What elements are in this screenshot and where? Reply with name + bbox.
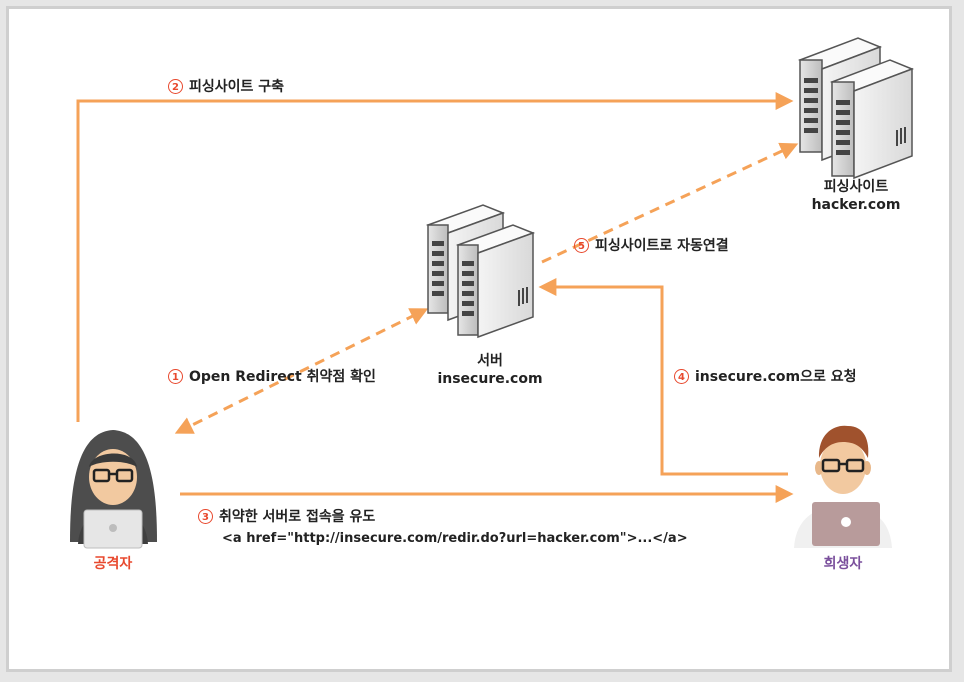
step3-code: <a href="http://insecure.com/redir.do?ur…	[222, 531, 688, 546]
step2-number: 2	[168, 79, 183, 94]
victim-icon	[794, 425, 892, 548]
step2-text: 피싱사이트 구축	[189, 79, 285, 95]
step1-label: 1 Open Redirect 취약점 확인	[168, 368, 376, 386]
arrow-step5	[541, 142, 799, 264]
attacker-icon	[70, 430, 157, 549]
step5-number: 5	[574, 238, 589, 253]
server-name: 서버	[477, 353, 503, 369]
arrow-step4	[538, 278, 788, 476]
server-label: 서버 insecure.com	[420, 352, 560, 388]
phishing-host: hacker.com	[811, 197, 901, 213]
step1-number: 1	[168, 369, 183, 384]
arrow-step1	[174, 308, 429, 434]
attacker-label: 공격자	[93, 556, 133, 572]
server-host: insecure.com	[437, 371, 543, 387]
victim-label: 희생자	[823, 556, 863, 572]
step2-label: 2 피싱사이트 구축	[168, 78, 284, 96]
step5-label: 5 피싱사이트로 자동연결	[574, 237, 729, 255]
server-icon	[425, 204, 536, 339]
step3-text: 취약한 서버로 접속을 유도	[219, 509, 376, 525]
step5-text: 피싱사이트로 자동연결	[595, 238, 729, 254]
step4-text: insecure.com으로 요청	[695, 369, 857, 385]
step3-label: 3 취약한 서버로 접속을 유도	[198, 508, 375, 526]
step4-number: 4	[674, 369, 689, 384]
step1-text: Open Redirect 취약점 확인	[189, 369, 376, 385]
phishing-name: 피싱사이트	[823, 179, 889, 195]
arrow-step2	[76, 92, 794, 422]
phishing-label: 피싱사이트 hacker.com	[786, 178, 926, 214]
step4-label: 4 insecure.com으로 요청	[674, 368, 856, 386]
diagram-frame	[6, 6, 952, 672]
step3-number: 3	[198, 509, 213, 524]
phishing-server-icon	[797, 37, 915, 180]
